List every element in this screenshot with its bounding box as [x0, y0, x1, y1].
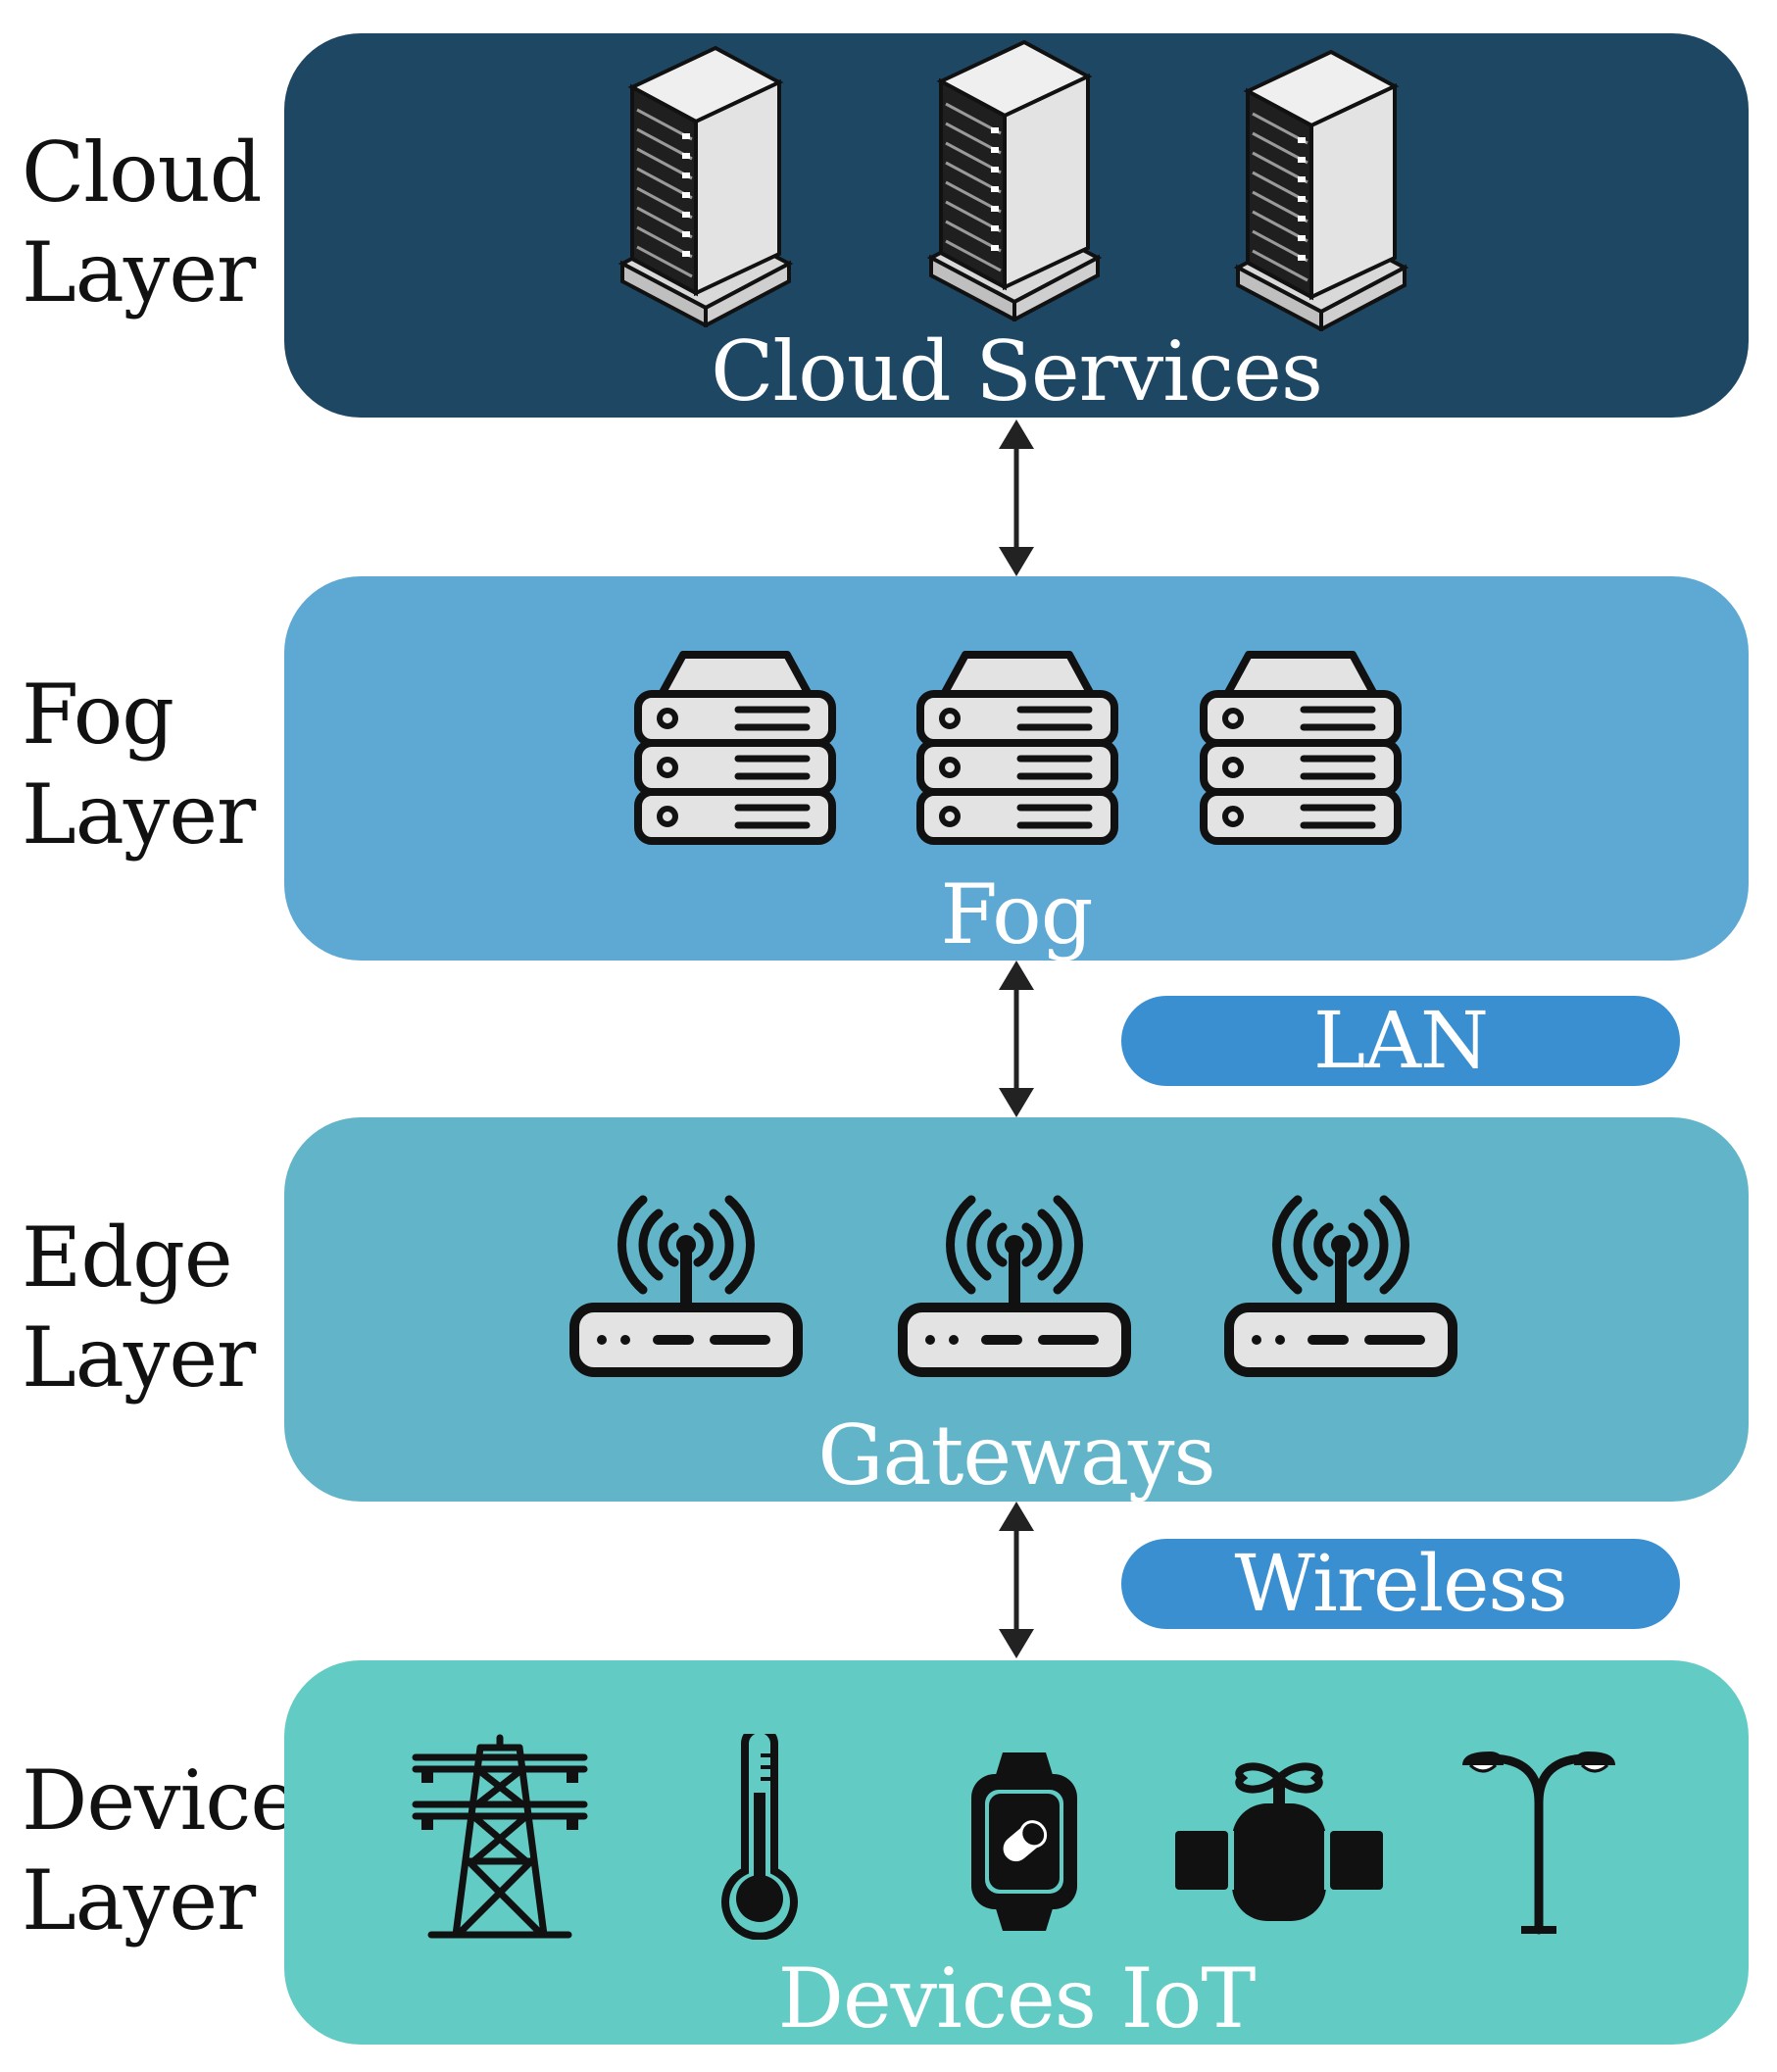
device-layer-label-line2: Layer: [22, 1852, 256, 1949]
cloud-layer-panel: Cloud Services: [284, 33, 1749, 418]
server-stack-icon: [632, 647, 838, 853]
smartwatch-icon: [971, 1752, 1077, 1931]
wireless-badge: Wireless: [1121, 1539, 1680, 1629]
cloud-layer-label-line1: Cloud: [22, 124, 263, 221]
edge-layer-label-line2: Layer: [22, 1309, 256, 1406]
edge-layer-label: Edge Layer: [22, 1208, 256, 1407]
rack-server-icon: [617, 43, 794, 327]
server-stack-icon: [914, 647, 1120, 853]
rack-server-icon: [926, 37, 1103, 321]
fog-layer-label-line2: Layer: [22, 766, 256, 863]
device-layer-panel: Devices IoT: [284, 1660, 1749, 2045]
cloud-layer-label: Cloud Layer: [22, 123, 263, 322]
edge-layer-label-line1: Edge: [22, 1209, 233, 1306]
router-icon: [897, 1194, 1132, 1380]
fog-layer-panel: Fog: [284, 576, 1749, 961]
cloud-layer-label-line2: Layer: [22, 224, 256, 321]
rack-server-icon: [1233, 47, 1409, 331]
router-icon: [1223, 1194, 1458, 1380]
water-valve-icon: [1175, 1762, 1383, 1921]
street-lamp-icon: [1462, 1751, 1615, 1935]
fog-layer-label: Fog Layer: [22, 665, 256, 864]
cloud-services-title: Cloud Services: [711, 323, 1323, 419]
edge-layer-panel: Gateways: [284, 1117, 1749, 1502]
bidirectional-arrow-icon: [999, 419, 1034, 576]
gateways-title: Gateways: [817, 1407, 1215, 1504]
bidirectional-arrow-icon: [999, 1502, 1034, 1658]
router-icon: [568, 1194, 804, 1380]
lan-badge: LAN: [1121, 996, 1680, 1086]
thermometer-icon: [721, 1734, 798, 1940]
bidirectional-arrow-icon: [999, 961, 1034, 1117]
fog-layer-label-line1: Fog: [22, 666, 174, 763]
devices-iot-title: Devices IoT: [777, 1950, 1257, 2047]
fog-title: Fog: [940, 866, 1093, 962]
device-layer-label-line1: Device: [22, 1752, 299, 1849]
power-tower-icon: [412, 1734, 588, 1939]
server-stack-icon: [1198, 647, 1404, 853]
device-layer-label: Device Layer: [22, 1751, 299, 1950]
